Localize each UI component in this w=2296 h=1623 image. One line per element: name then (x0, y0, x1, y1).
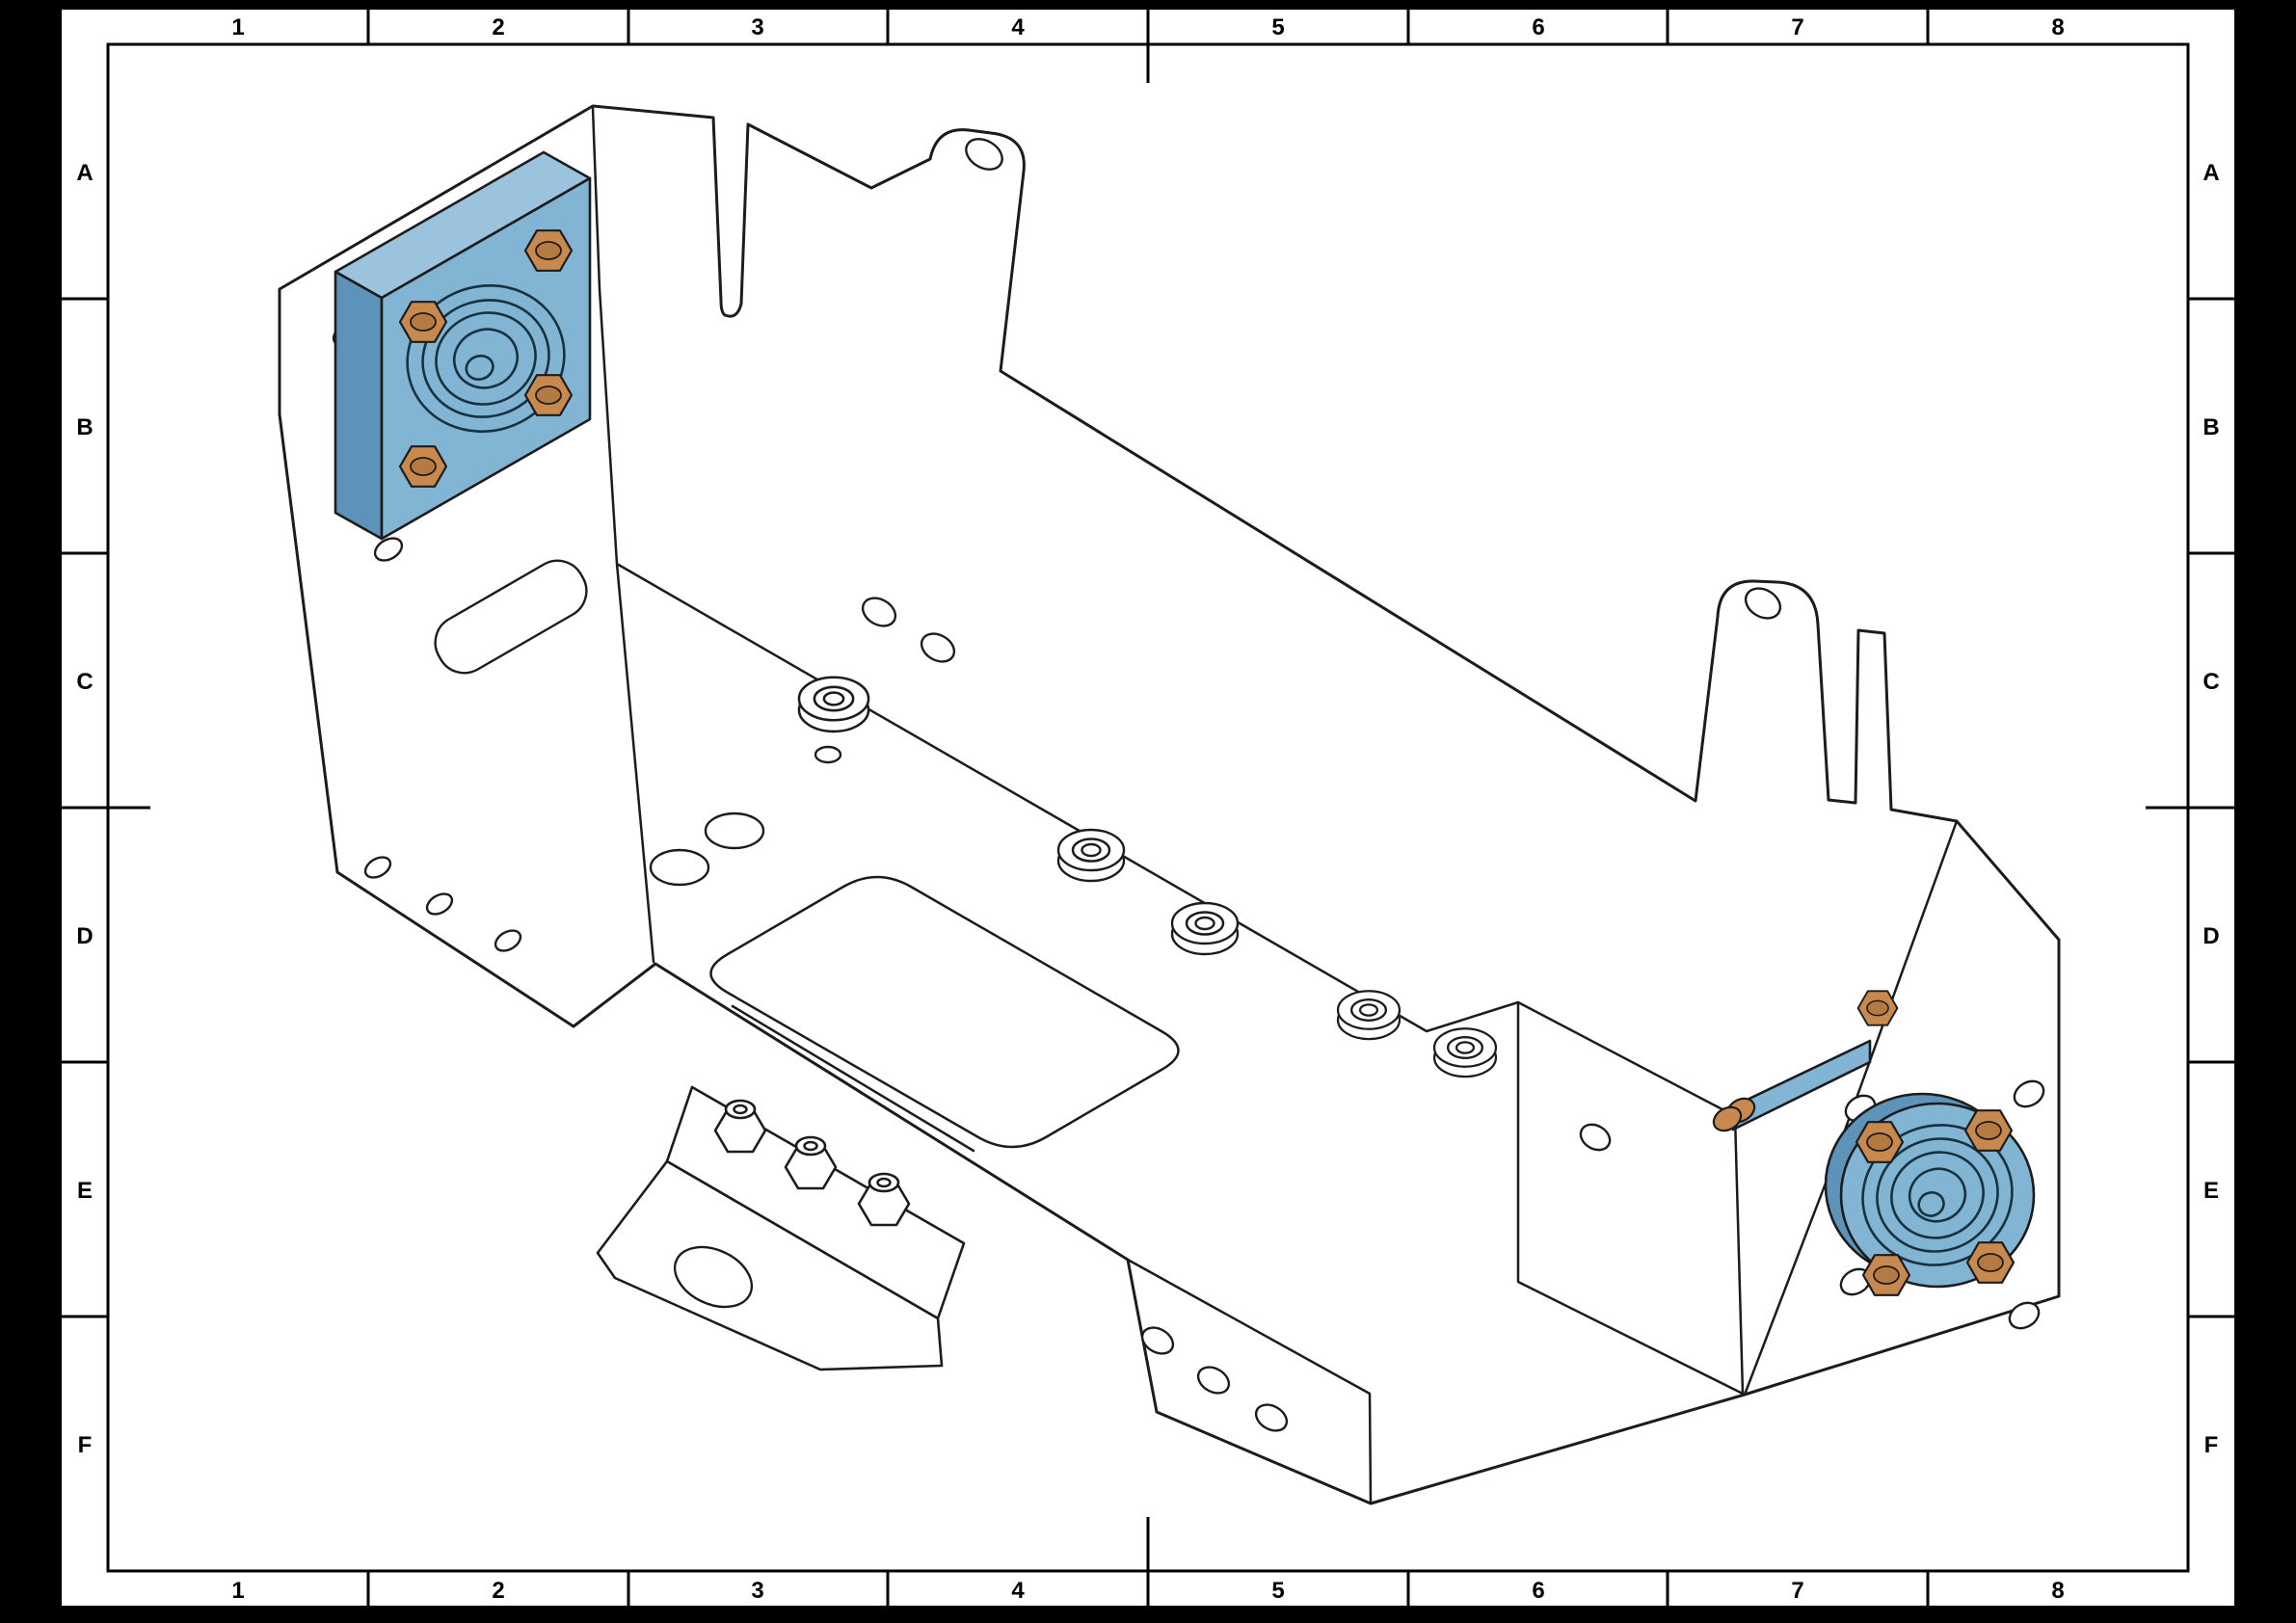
grid-col-label-bottom: 6 (1532, 1578, 1544, 1604)
grid-col-label-bottom: 3 (751, 1578, 763, 1604)
grid-col-label-top: 1 (231, 14, 244, 40)
bearing-block-side-face (334, 270, 384, 541)
grid-row-label-right: E (2203, 1178, 2219, 1204)
grid-col-label-bottom: 5 (1271, 1578, 1284, 1604)
bottom-bracket (596, 1085, 966, 1371)
hex-bolt (1856, 990, 1899, 1026)
grid-row-label-left: F (78, 1432, 93, 1458)
grid-row-label-right: B (2203, 414, 2219, 440)
grid-row-label-right: D (2203, 923, 2219, 949)
grid-col-label-top: 5 (1271, 14, 1284, 40)
spacer-cylinder (1712, 1105, 1743, 1132)
grid-row-label-right: F (2204, 1432, 2219, 1458)
grid-col-label-bottom: 7 (1791, 1578, 1803, 1604)
grid-row-label-left: B (76, 414, 93, 440)
bearing-bore (1861, 1124, 2014, 1266)
grid-col-label-bottom: 1 (231, 1578, 244, 1604)
inner-wall-face (1516, 1000, 1745, 1396)
grid-col-label-top: 2 (492, 14, 504, 40)
grid-col-label-top: 6 (1532, 14, 1544, 40)
grid-col-label-top: 8 (2051, 14, 2064, 40)
grid-row-label-left: C (76, 669, 93, 695)
fold-lines (591, 106, 1959, 1505)
grid-row-label-right: C (2203, 669, 2219, 695)
bearing-block (334, 150, 592, 541)
bracket-face (596, 1159, 944, 1371)
grid-col-label-top: 4 (1011, 14, 1025, 40)
grid-labels: 1 2 3 4 5 6 7 8 1 2 3 4 5 6 7 8 A B C D … (76, 14, 2219, 1604)
grid-col-label-top: 3 (751, 14, 763, 40)
base-cutout (709, 875, 1180, 1149)
hex-bolt (1965, 1241, 2016, 1284)
flange-bearing (1824, 1092, 2036, 1296)
hex-bolt (1861, 1254, 1911, 1296)
hex-bolt (1963, 1109, 2014, 1152)
grid-row-label-right: A (2203, 160, 2219, 186)
grid-row-label-left: A (76, 160, 93, 186)
hex-bolt (1855, 1121, 1905, 1163)
cad-part (278, 104, 2061, 1505)
zone-ticks (62, 10, 2234, 1606)
cutout-thickness-edge (731, 1004, 975, 1153)
hex-bolt (523, 374, 574, 416)
grid-row-label-left: D (76, 923, 93, 949)
grid-row-label-left: E (77, 1178, 93, 1204)
grid-col-label-bottom: 4 (1011, 1578, 1025, 1604)
hex-bolt (398, 301, 448, 343)
bearing-bore (406, 284, 566, 433)
vent-slot (434, 559, 588, 675)
grid-col-label-bottom: 2 (492, 1578, 504, 1604)
bracket-body-silhouette (278, 104, 2061, 1505)
hex-bolt (398, 445, 448, 488)
grid-col-label-top: 7 (1791, 14, 1803, 40)
bracket-hole (673, 1245, 754, 1309)
grid-col-label-bottom: 8 (2051, 1578, 2064, 1604)
hex-bolt (523, 229, 574, 272)
bearing-rail (1712, 990, 1899, 1132)
